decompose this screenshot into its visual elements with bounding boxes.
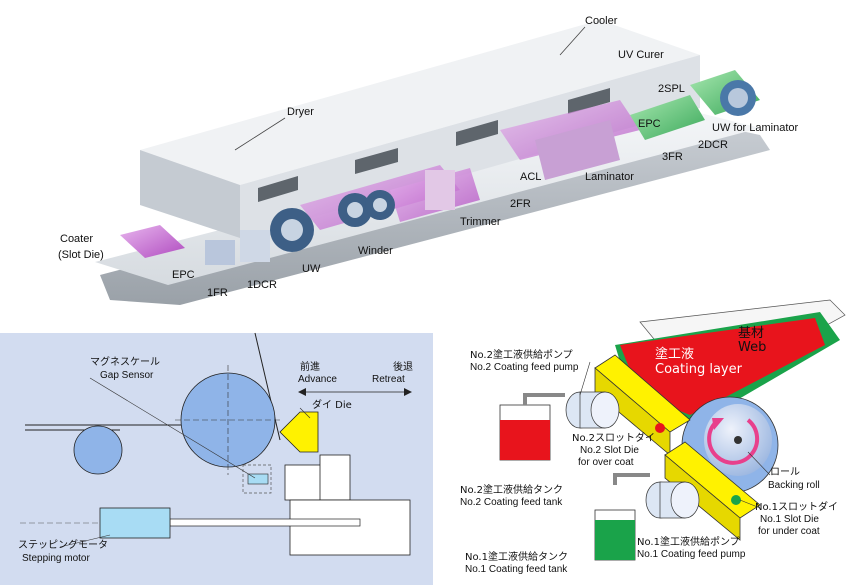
- tank1-jp: No.1塗工液供給タンク: [465, 550, 568, 563]
- epc-right-label: EPC: [638, 118, 661, 130]
- stepping-motor-en: Stepping motor: [22, 553, 90, 564]
- slot-die-label: (Slot Die): [58, 249, 104, 261]
- dryer-label: Dryer: [287, 106, 314, 118]
- advance-jp: 前進: [300, 360, 320, 373]
- pump2-jp: No.2塗工液供給ポンプ: [470, 348, 573, 361]
- die-label: ダイ Die: [312, 398, 352, 411]
- ball-screw: [169, 518, 361, 527]
- advance-en: Advance: [298, 374, 337, 385]
- die-shape: [279, 411, 319, 453]
- stepping-motor-jp: ステッピングモータ: [18, 538, 108, 551]
- web-en: Web: [738, 340, 766, 355]
- rotation-arrow: [707, 418, 760, 465]
- vents: [258, 88, 610, 202]
- slot2-en: No.2 Slot Die: [580, 445, 639, 456]
- idle-roll: [73, 425, 123, 475]
- web-jp: 基材: [738, 326, 764, 341]
- trimmer-label: Trimmer: [460, 216, 501, 228]
- uw-label: UW: [302, 263, 321, 275]
- gap-control-panel: マグネスケール Gap Sensor 前進 Advance 後退 Retreat…: [0, 332, 433, 585]
- slot2-sub: for over coat: [578, 457, 634, 468]
- roll-jp: ロール: [770, 467, 800, 478]
- machine-labels: Cooler UV Curer Dryer 2SPL EPC UW for La…: [58, 15, 799, 299]
- coating-layer: [620, 318, 825, 415]
- cooler-label: Cooler: [585, 15, 618, 27]
- slot1-en: No.1 Slot Die: [760, 514, 819, 525]
- winder-label: Winder: [358, 245, 393, 257]
- tank2-jp: No.2塗工液供給タンク: [460, 483, 563, 496]
- epc-left-label: EPC: [172, 269, 195, 281]
- epc-green: [630, 95, 705, 140]
- dual-slot-die-panel: No.2塗工液供給ポンプ No.2 Coating feed pump 基材 W…: [460, 299, 846, 575]
- slot1-sub: for under coat: [758, 526, 820, 537]
- dcr1-label: 1DCR: [247, 279, 277, 291]
- laminator-block: [535, 120, 620, 180]
- stepping-motor: [99, 507, 171, 539]
- gap-sensor-en: Gap Sensor: [100, 370, 154, 381]
- coater-label: Coater: [60, 233, 93, 245]
- roll-en: Backing roll: [768, 480, 820, 491]
- web-pink-3: [500, 100, 640, 160]
- epc-unit: [205, 240, 235, 265]
- machine-illustration: [95, 20, 770, 305]
- retreat-en: Retreat: [372, 374, 405, 385]
- gap-sensor-jp: マグネスケール: [90, 355, 160, 368]
- slot1-jp: No.1スロットダイ: [755, 500, 838, 513]
- laminator-label: Laminator: [585, 171, 634, 183]
- dryer-roof: [140, 20, 700, 185]
- fr1-label: 1FR: [207, 287, 228, 299]
- sensor-zoom: [242, 464, 272, 494]
- pump1-en: No.1 Coating feed pump: [637, 549, 746, 560]
- coater-web: [120, 225, 185, 258]
- dcr2-label: 2DCR: [698, 139, 728, 151]
- slot2-jp: No.2スロットダイ: [572, 431, 655, 444]
- trimmer-unit: [425, 170, 455, 210]
- fr3-label: 3FR: [662, 151, 683, 163]
- uv-curer-label: UV Curer: [618, 49, 664, 61]
- spl2-label: 2SPL: [658, 83, 685, 95]
- tank1-en: No.1 Coating feed tank: [465, 564, 568, 575]
- pump2-en: No.2 Coating feed pump: [470, 362, 579, 373]
- base-frame: [289, 499, 411, 556]
- acl-label: ACL: [520, 171, 541, 183]
- tank2-en: No.2 Coating feed tank: [460, 497, 563, 508]
- pump1-jp: No.1塗工液供給ポンプ: [637, 535, 740, 548]
- fr2-label: 2FR: [510, 198, 531, 210]
- coating-en: Coating layer: [655, 362, 743, 377]
- gap-sensor: [247, 473, 269, 485]
- dcr1-unit: [240, 230, 270, 262]
- dryer-end: [140, 150, 240, 238]
- uw-laminator-label: UW for Laminator: [712, 122, 799, 134]
- coating-jp: 塗工液: [655, 346, 694, 362]
- retreat-jp: 後退: [393, 360, 413, 373]
